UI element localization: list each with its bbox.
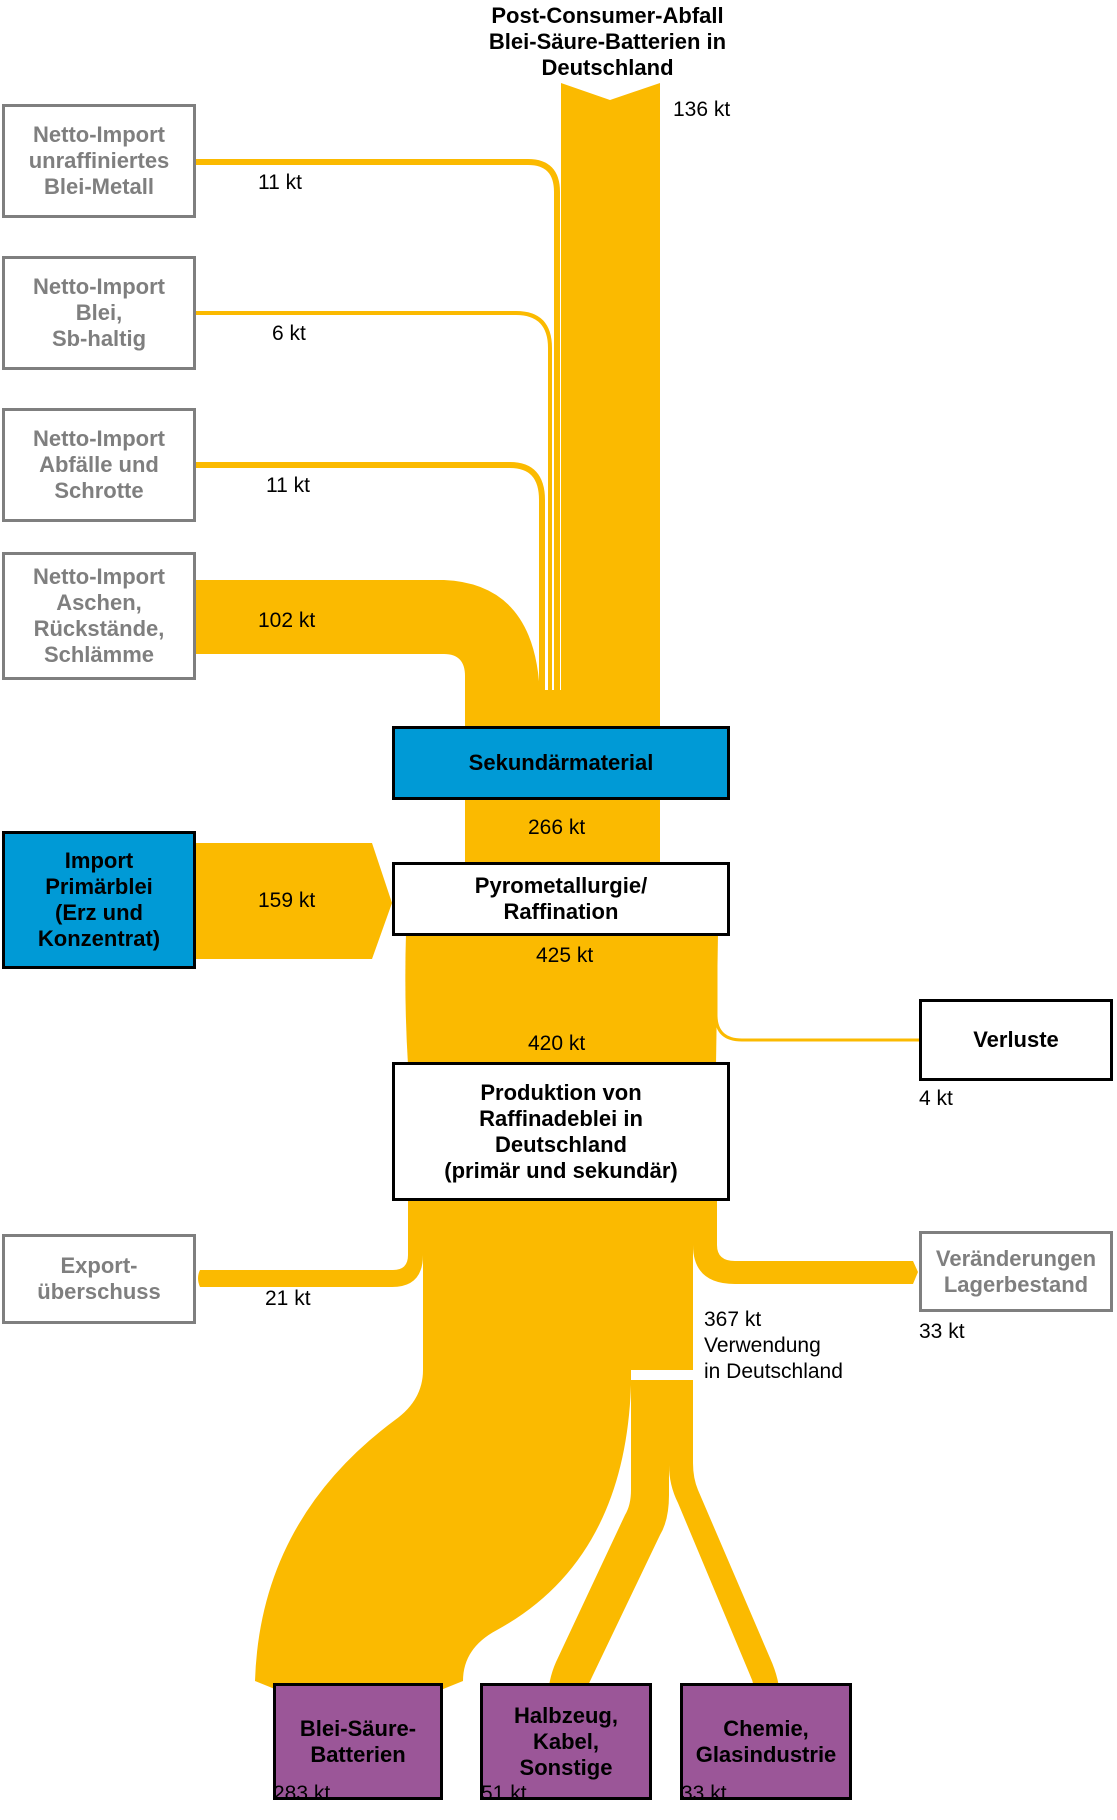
node-verluste[interactable]: Verluste bbox=[919, 999, 1113, 1081]
flow-label-halbzeug: 51 kt bbox=[481, 1782, 527, 1805]
node-import-metall[interactable]: Netto-Import unraffiniertes Blei-Metall bbox=[2, 104, 196, 218]
node-import-aschen[interactable]: Netto-Import Aschen, Rückstände, Schlämm… bbox=[2, 552, 196, 680]
flow-abfaelle bbox=[195, 462, 545, 700]
flow-chemie bbox=[669, 1380, 780, 1722]
node-lagerbestand[interactable]: Veränderungen Lagerbestand bbox=[919, 1231, 1113, 1312]
node-pyrometallurgie[interactable]: Pyrometallurgie/ Raffination bbox=[392, 862, 730, 936]
flow-label-sb: 6 kt bbox=[272, 322, 306, 345]
node-exportueberschuss[interactable]: Export- überschuss bbox=[2, 1234, 196, 1324]
node-produktion[interactable]: Produktion von Raffinadeblei in Deutschl… bbox=[392, 1062, 730, 1201]
flow-label-verluste: 4 kt bbox=[919, 1087, 953, 1110]
flow-halbzeug bbox=[548, 1380, 669, 1724]
flow-verwendung bbox=[423, 1240, 693, 1370]
flow-export bbox=[198, 1240, 423, 1287]
flow-aschen bbox=[195, 580, 540, 728]
flow-label-chemie: 33 kt bbox=[681, 1782, 727, 1805]
flow-label-export: 21 kt bbox=[265, 1287, 311, 1310]
flow-label-altbatterien: 136 kt bbox=[673, 98, 731, 121]
node-halbzeug[interactable]: Halbzeug, Kabel, Sonstige bbox=[480, 1683, 652, 1800]
node-import-abfaelle[interactable]: Netto-Import Abfälle und Schrotte bbox=[2, 408, 196, 522]
flow-label-batterien: 283 kt bbox=[273, 1782, 331, 1805]
flow-sb bbox=[195, 311, 552, 700]
flow-sekundaer-out bbox=[465, 798, 660, 865]
flow-label-aschen: 102 kt bbox=[258, 609, 316, 632]
flow-lager bbox=[693, 1240, 918, 1284]
flow-label-pyro-out: 425 kt bbox=[536, 944, 594, 967]
flow-altbatterien bbox=[561, 83, 660, 728]
source-title: Post-Consumer-Abfall Blei-Säure-Batterie… bbox=[488, 3, 727, 80]
flow-batterien bbox=[255, 1365, 631, 1723]
flow-label-produktion-in: 420 kt bbox=[528, 1032, 586, 1055]
flow-verluste bbox=[714, 965, 920, 1042]
node-sekundaermaterial[interactable]: Sekundärmaterial bbox=[392, 726, 730, 800]
flow-label-verwendung: 367 kt Verwendung in Deutschland bbox=[704, 1308, 843, 1383]
flow-label-metall: 11 kt bbox=[258, 171, 302, 194]
flow-produktion-out bbox=[408, 1198, 717, 1243]
node-chemie[interactable]: Chemie, Glasindustrie bbox=[680, 1683, 852, 1800]
node-import-sb[interactable]: Netto-Import Blei, Sb-haltig bbox=[2, 256, 196, 370]
flow-label-abfaelle: 11 kt bbox=[266, 474, 310, 497]
flow-label-sekundaer-out: 266 kt bbox=[528, 816, 586, 839]
node-import-primaerblei[interactable]: Import Primärblei (Erz und Konzentrat) bbox=[2, 831, 196, 969]
node-batterien[interactable]: Blei-Säure- Batterien bbox=[273, 1683, 443, 1800]
flow-metall bbox=[195, 159, 560, 700]
flow-primaer bbox=[195, 843, 392, 959]
flow-label-lager: 33 kt bbox=[919, 1320, 965, 1343]
flow-label-primaer: 159 kt bbox=[258, 889, 316, 912]
flow-join bbox=[538, 690, 563, 728]
flow-pyro-out bbox=[405, 933, 718, 1065]
